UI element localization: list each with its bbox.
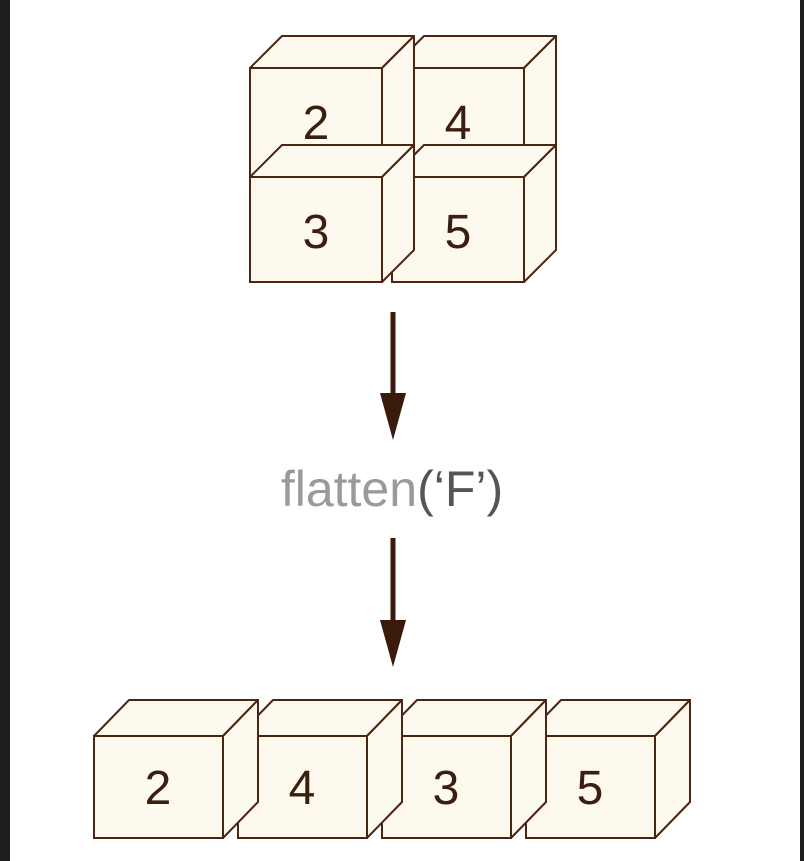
input-grid: 4 2 5 3 [249, 35, 557, 283]
input-cube-value: 3 [303, 206, 330, 259]
input-cube-value: 2 [303, 97, 330, 150]
output-cube-value: 4 [289, 762, 316, 815]
output-cube-value: 5 [577, 762, 604, 815]
operation-function-name: flatten [281, 461, 417, 517]
operation-close-paren: ) [486, 461, 503, 517]
input-cube-value: 4 [445, 97, 472, 150]
input-cube-value: 5 [445, 206, 472, 259]
down-arrow-icon [380, 312, 406, 440]
input-cube: 5 [391, 144, 557, 283]
input-cube: 3 [249, 144, 415, 283]
output-cube: 5 [525, 699, 691, 839]
output-cube-value: 2 [145, 762, 172, 815]
output-cube: 3 [381, 699, 547, 839]
operation-open-paren: ( [417, 461, 434, 517]
output-cube: 2 [93, 699, 259, 839]
operation-argument: ‘F’ [434, 461, 487, 517]
output-cube: 4 [237, 699, 403, 839]
operation-label: flatten(‘F’) [281, 461, 503, 517]
output-row: 5 3 4 2 [93, 699, 691, 839]
output-cube-value: 3 [433, 762, 460, 815]
down-arrow-icon [380, 538, 406, 667]
